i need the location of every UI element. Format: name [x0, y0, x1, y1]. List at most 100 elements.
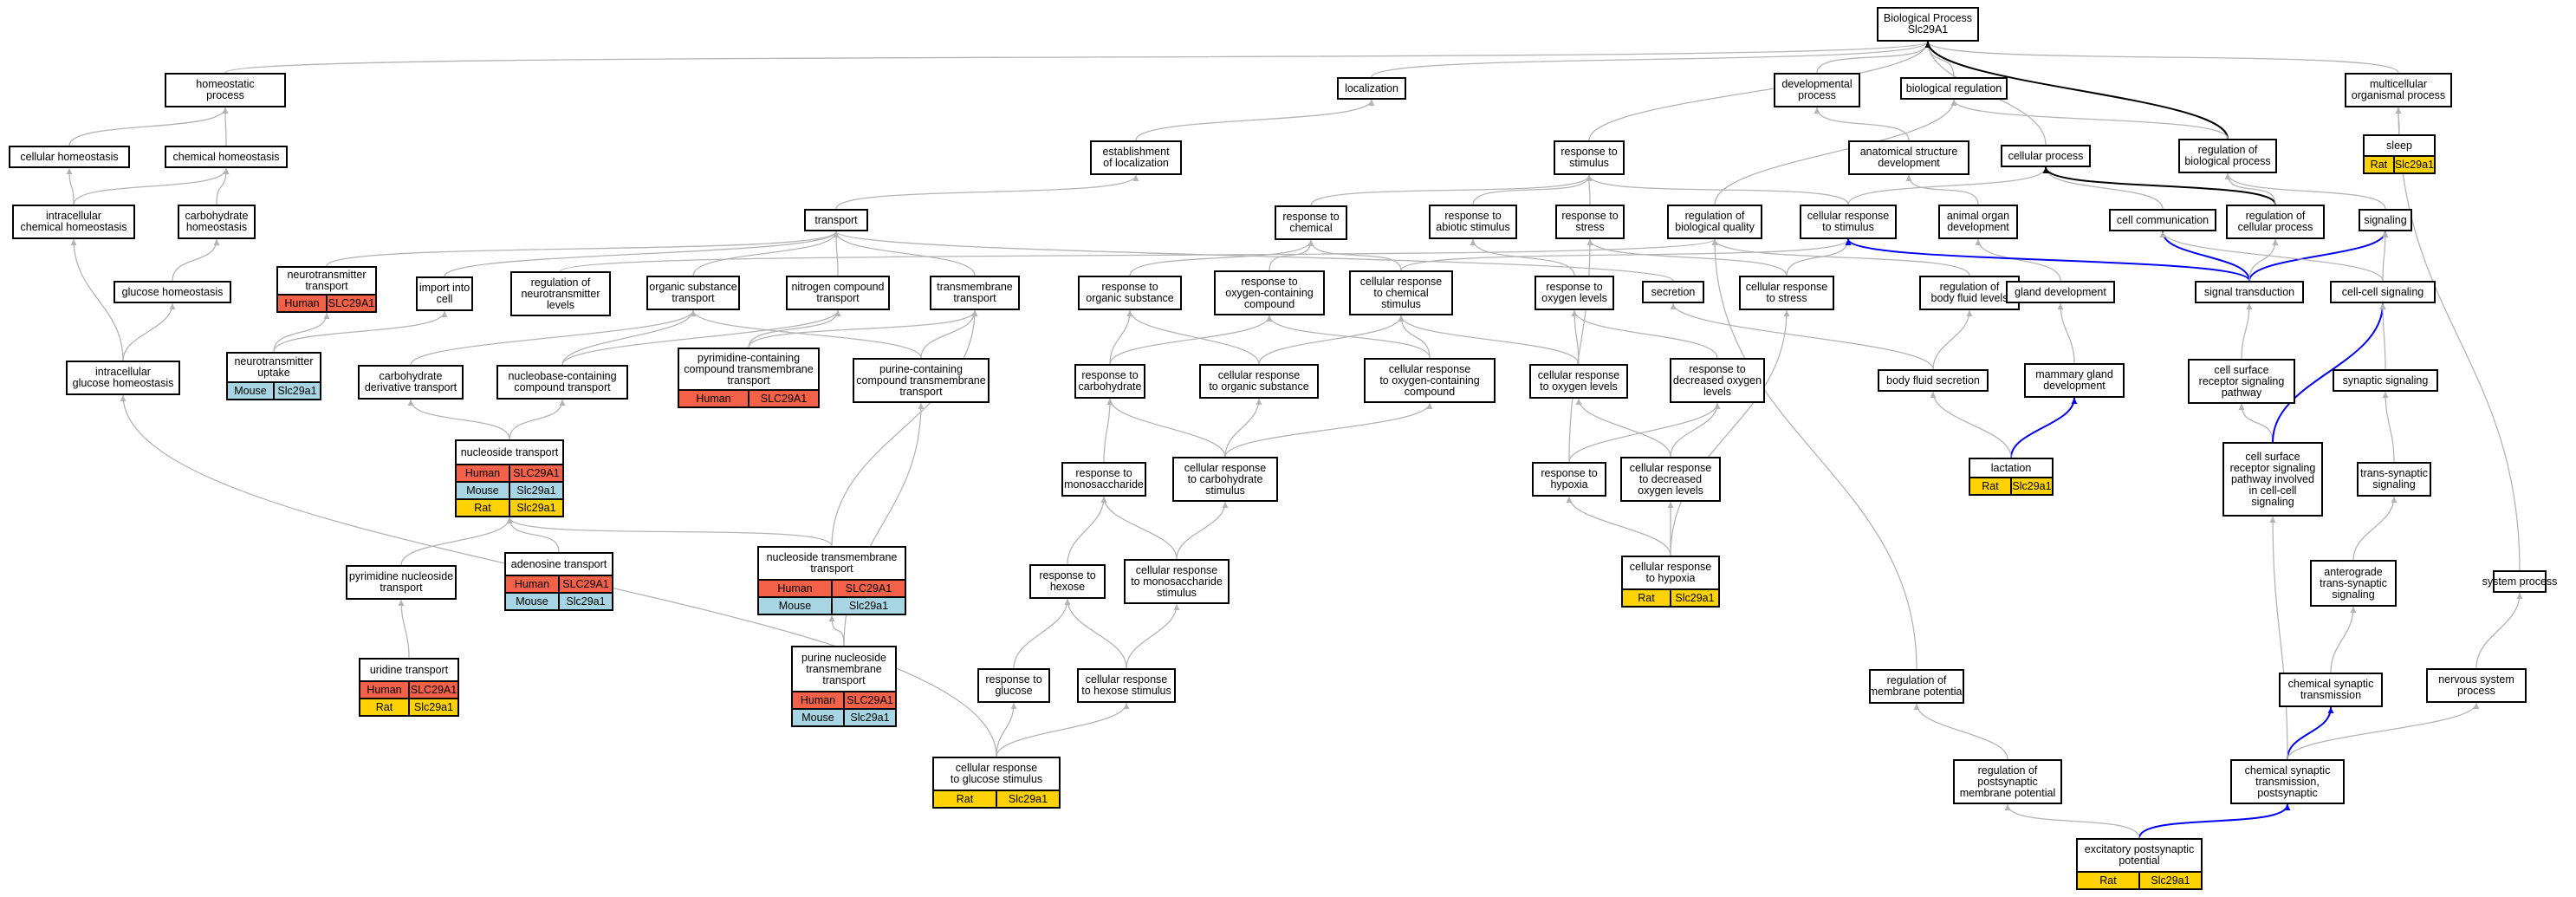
- is-a-edge-ichh-ch: [66, 167, 75, 205]
- go-term-rmp[interactable]: regulation of membrane potential: [1869, 669, 1964, 704]
- go-term-pnmt[interactable]: purine nucleoside transmembrane transpor…: [791, 646, 897, 727]
- is-a-edge-rts-bp: [1588, 41, 1931, 141]
- go-term-crdol[interactable]: cellular response to decreased oxygen le…: [1620, 457, 1721, 502]
- go-term-puct[interactable]: purine-containing compound transmembrane…: [853, 358, 990, 403]
- go-term-rbq[interactable]: regulation of biological quality: [1667, 205, 1762, 239]
- go-term-nsp[interactable]: nervous system process: [2426, 668, 2527, 703]
- go-term-cc[interactable]: cell communication: [2109, 209, 2216, 231]
- go-term-crol[interactable]: cellular response to oxygen levels: [1529, 364, 1628, 399]
- go-term-nbct[interactable]: nucleobase-containing compound transport: [496, 365, 628, 400]
- gene-cell: Slc29a1: [831, 598, 905, 614]
- go-term-rglu[interactable]: response to glucose: [977, 668, 1050, 703]
- go-term-sp[interactable]: system process: [2482, 570, 2557, 593]
- go-term-rts[interactable]: response to stimulus: [1554, 140, 1625, 175]
- go-term-tmt[interactable]: transmembrane transport: [930, 276, 1020, 310]
- go-term-ccs[interactable]: cell-cell signaling: [2330, 281, 2436, 303]
- go-term-aod[interactable]: animal organ development: [1938, 205, 2018, 239]
- go-term-bp[interactable]: Biological Process Slc29A1: [1877, 7, 1979, 42]
- term-label: pyrimidine nucleoside transport: [348, 570, 454, 594]
- go-term-mop[interactable]: multicellular organismal process: [2345, 73, 2452, 107]
- go-term-crocc[interactable]: cellular response to oxygen-containing c…: [1364, 358, 1496, 403]
- go-term-crms[interactable]: cellular response to monosaccharide stim…: [1124, 559, 1230, 604]
- go-term-crs[interactable]: cellular response to stimulus: [1800, 205, 1897, 239]
- go-term-nct[interactable]: nitrogen compound transport: [786, 276, 890, 310]
- go-term-ras[interactable]: response to abiotic stimulus: [1429, 205, 1517, 239]
- is-a-edge-rntl-rbq: [560, 238, 1718, 272]
- go-term-mgd[interactable]: mammary gland development: [2024, 363, 2125, 398]
- go-term-rhex[interactable]: response to hexose: [1029, 564, 1106, 599]
- go-term-rpmp[interactable]: regulation of postsynaptic membrane pote…: [1953, 759, 2062, 804]
- is-a-edge-ntmt-nt: [506, 517, 833, 547]
- is-a-edge-pyct-tmt: [748, 309, 978, 348]
- go-term-rchem[interactable]: response to chemical: [1275, 205, 1347, 240]
- is-a-edge-lact-bfs: [1930, 391, 2012, 458]
- go-term-rbfl[interactable]: regulation of body fluid levels: [1919, 276, 2020, 310]
- go-term-crst[interactable]: cellular response to stress: [1739, 276, 1834, 310]
- go-term-bfs[interactable]: body fluid secretion: [1878, 369, 1989, 392]
- go-term-pnt[interactable]: pyrimidine nucleoside transport: [346, 565, 457, 600]
- go-term-ss[interactable]: synaptic signaling: [2333, 369, 2438, 392]
- gene-cell: Slc29a1: [1670, 590, 1718, 606]
- go-term-asd[interactable]: anatomical structure development: [1848, 140, 1969, 175]
- go-term-atss[interactable]: anterograde trans-synaptic signaling: [2310, 560, 2397, 607]
- go-term-rocc[interactable]: response to oxygen-containing compound: [1214, 270, 1325, 315]
- is-a-edge-crhex-rhex: [1064, 598, 1127, 669]
- go-term-loc[interactable]: localization: [1337, 77, 1406, 100]
- term-label: anatomical structure development: [1859, 146, 1958, 169]
- is-a-edge-chh-hp: [222, 107, 229, 146]
- go-term-gd[interactable]: gland development: [2006, 281, 2115, 303]
- go-term-ichh[interactable]: intracellular chemical homeostasis: [12, 205, 135, 239]
- go-term-crcarb[interactable]: cellular response to carbohydrate stimul…: [1172, 457, 1278, 502]
- go-term-pyct[interactable]: pyrimidine-containing compound transmemb…: [678, 348, 820, 408]
- go-term-tr[interactable]: transport: [804, 209, 868, 231]
- go-term-cstp[interactable]: chemical synaptic transmission, postsyna…: [2230, 759, 2345, 804]
- go-term-csrsp[interactable]: cell surface receptor signaling pathway: [2188, 359, 2295, 404]
- go-term-dev[interactable]: developmental process: [1774, 73, 1860, 107]
- go-term-sig[interactable]: signaling: [2359, 209, 2412, 231]
- go-term-sec[interactable]: secretion: [1642, 281, 1704, 303]
- go-term-ost[interactable]: organic substance transport: [646, 276, 740, 310]
- go-term-rol[interactable]: response to oxygen levels: [1535, 276, 1614, 310]
- go-term-crcs[interactable]: cellular response to chemical stimulus: [1349, 270, 1453, 315]
- go-term-iic[interactable]: import into cell: [416, 276, 473, 311]
- go-term-crhex[interactable]: cellular response to hexose stimulus: [1077, 668, 1176, 703]
- go-term-igh[interactable]: intracellular glucose homeostasis: [66, 361, 180, 395]
- go-term-chh[interactable]: chemical homeostasis: [165, 146, 288, 168]
- go-term-ch[interactable]: cellular homeostasis: [9, 146, 130, 168]
- go-term-cbh[interactable]: carbohydrate homeostasis: [178, 205, 256, 239]
- go-term-rms[interactable]: response to monosaccharide: [1061, 462, 1146, 497]
- go-term-rbp[interactable]: regulation of biological process: [2178, 139, 2277, 173]
- go-term-cst[interactable]: chemical synaptic transmission: [2279, 673, 2383, 707]
- go-term-st[interactable]: signal transduction: [2195, 281, 2304, 303]
- go-term-eol[interactable]: establishment of localization: [1090, 140, 1182, 175]
- go-term-tss[interactable]: trans-synaptic signaling: [2357, 462, 2431, 497]
- go-term-csrccs[interactable]: cell surface receptor signaling pathway …: [2222, 442, 2323, 517]
- go-term-breg[interactable]: biological regulation: [1900, 77, 2008, 100]
- go-term-rcarb[interactable]: response to carbohydrate: [1074, 364, 1145, 399]
- go-term-rntl[interactable]: regulation of neurotransmitter levels: [510, 271, 611, 316]
- go-term-rst[interactable]: response to stress: [1555, 205, 1625, 239]
- go-term-cdt[interactable]: carbohydrate derivative transport: [358, 365, 464, 400]
- go-term-rdol[interactable]: response to decreased oxygen levels: [1670, 358, 1765, 403]
- go-term-ros[interactable]: response to organic substance: [1078, 276, 1182, 310]
- go-term-cp[interactable]: cellular process: [2001, 145, 2091, 167]
- go-term-rcp[interactable]: regulation of cellular process: [2226, 205, 2325, 239]
- go-term-hp[interactable]: homeostatic process: [165, 73, 286, 107]
- go-term-gh[interactable]: glucose homeostasis: [114, 281, 231, 303]
- go-term-cros[interactable]: cellular response to organic substance: [1199, 364, 1319, 399]
- species-cell: Human: [777, 582, 813, 595]
- go-term-rhyp[interactable]: response to hypoxia: [1532, 462, 1606, 497]
- is-a-edge-rhyp-rst: [1568, 238, 1593, 463]
